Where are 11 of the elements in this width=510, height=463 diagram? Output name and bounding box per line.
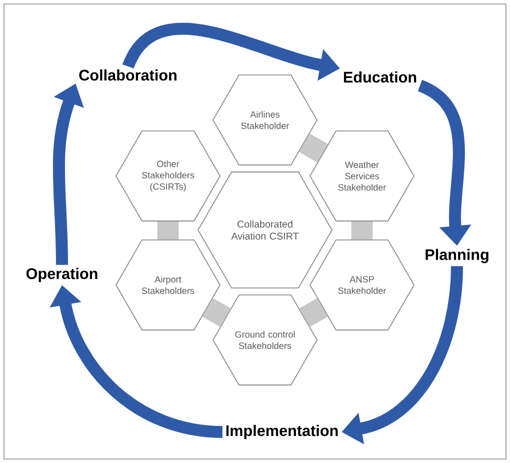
stage-label: Collaboration [79, 69, 176, 81]
connector-band [157, 222, 179, 240]
stage-label: Implementation [226, 424, 338, 440]
connector-band [299, 298, 328, 327]
stage-label: Education [344, 71, 416, 83]
stage-label: Operation [26, 268, 98, 282]
connector-band [202, 298, 231, 327]
center-hexagon: Collaborated Aviation CSIRT [198, 172, 332, 288]
connector-band [351, 222, 373, 240]
stage-label: Planning [426, 248, 488, 264]
connector-band [299, 134, 328, 162]
